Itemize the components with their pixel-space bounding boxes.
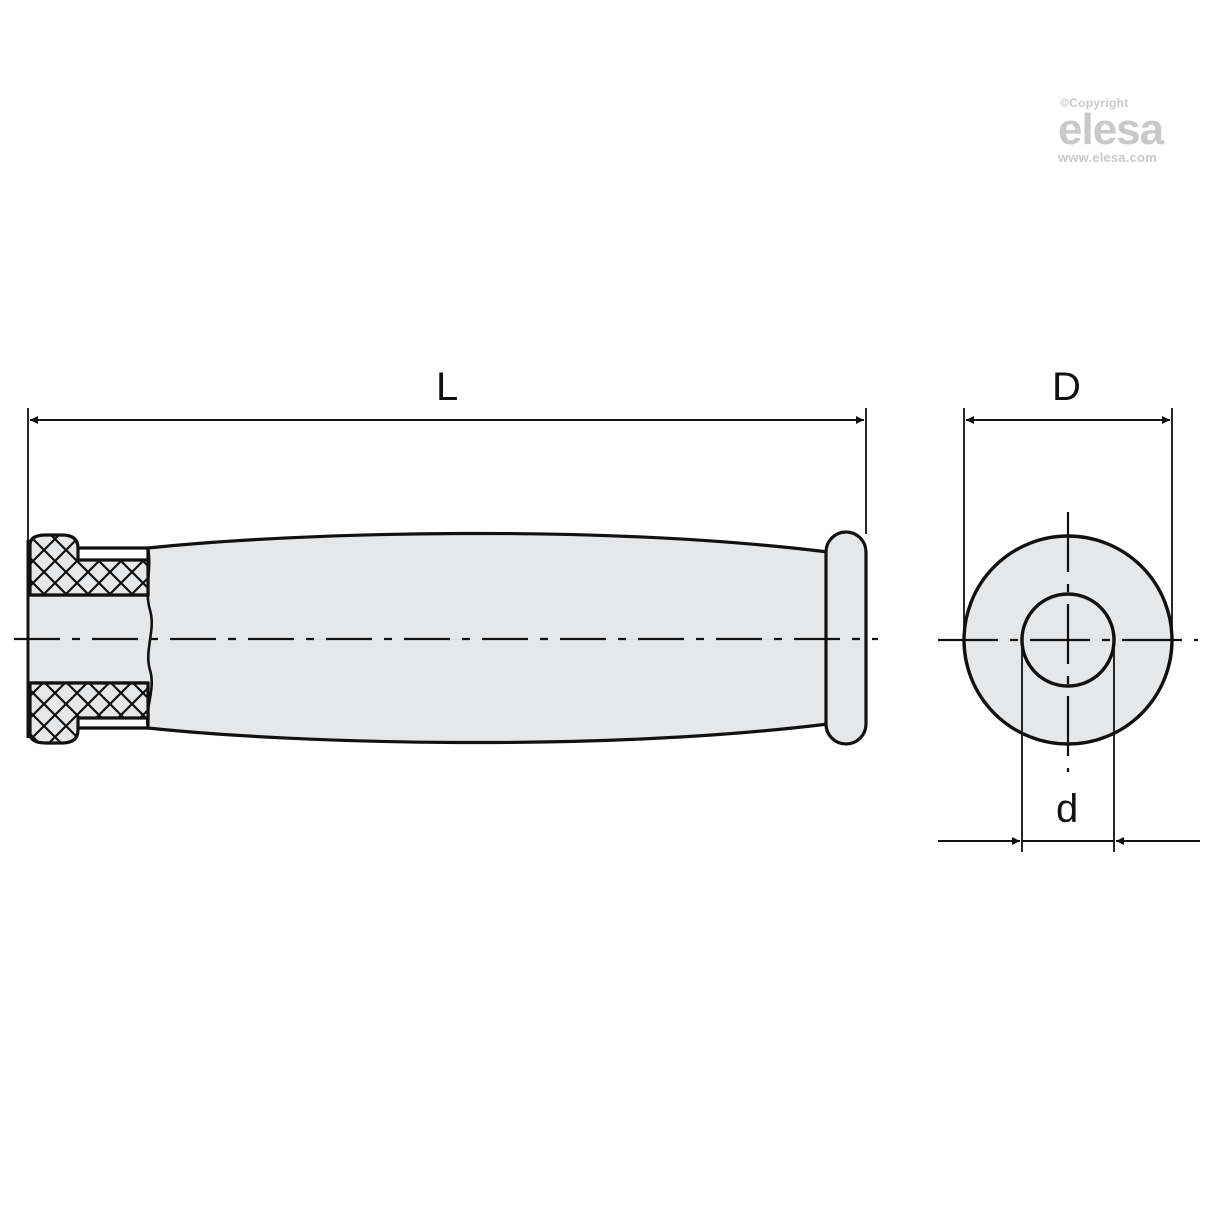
section-hatch-top xyxy=(28,533,150,597)
end-view: D d xyxy=(938,365,1200,852)
elesa-watermark: ©Copyright elesa www.elesa.com xyxy=(1052,96,1202,165)
length-label: L xyxy=(436,365,458,409)
outer-diameter-label: D xyxy=(1052,365,1081,409)
bore-diameter-label: d xyxy=(1056,787,1078,831)
copyright-text: ©Copyright xyxy=(1060,96,1129,110)
section-hatch-bottom xyxy=(28,681,150,745)
website-url: www.elesa.com xyxy=(1058,150,1157,165)
brand-logo: elesa xyxy=(1058,105,1164,154)
side-view: L xyxy=(14,365,878,746)
